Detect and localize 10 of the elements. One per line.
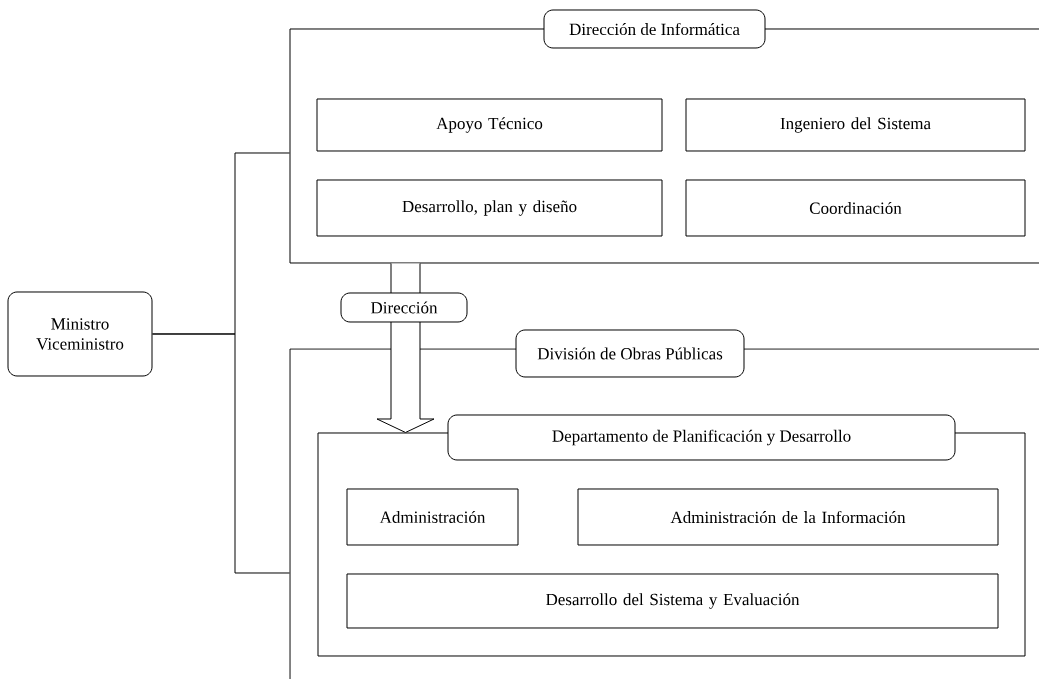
connector-line [152, 333, 290, 574]
unit-box: Desarrollo, plan y diseño [316, 179, 663, 237]
edge-label: Dirección [340, 292, 468, 323]
rounded-box: Ministro Viceministro [7, 291, 153, 377]
unit-box: Apoyo Técnico [316, 98, 663, 152]
unit-box: Desarrollo del Sistema y Evaluación [346, 573, 999, 629]
unit-box: Administración [346, 488, 519, 546]
unit-box: Administración de la Información [577, 488, 999, 546]
unit-box: Coordinación [685, 179, 1026, 237]
unit-box: Ingeniero del Sistema [685, 98, 1026, 152]
